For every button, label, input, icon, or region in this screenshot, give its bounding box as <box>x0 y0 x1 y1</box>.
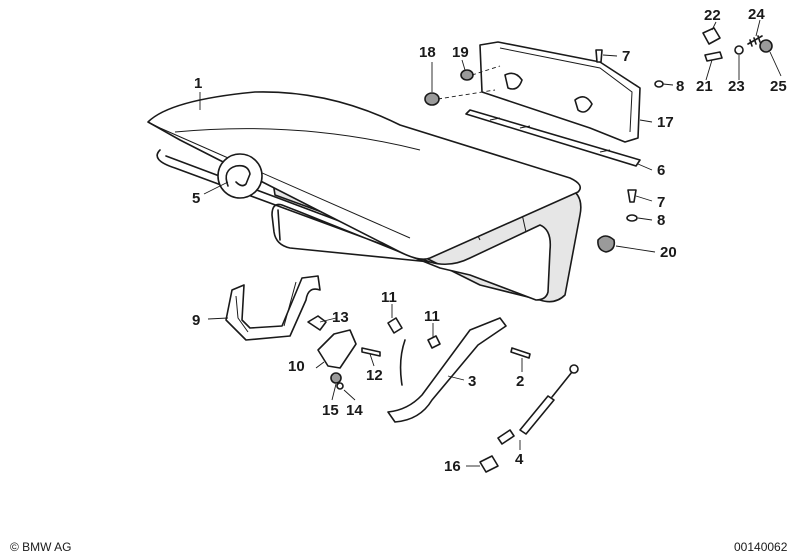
small-fastener-group <box>702 27 773 62</box>
part-label-7-upper: 7 <box>622 48 630 65</box>
part-label-5: 5 <box>192 190 200 207</box>
part-label-22: 22 <box>704 7 721 24</box>
part-label-19: 19 <box>452 44 469 61</box>
trunk-lid-assembly-drawing <box>147 91 582 303</box>
leader-lines <box>199 19 782 467</box>
part-label-9: 9 <box>192 312 200 329</box>
part-label-8-lower: 8 <box>657 212 665 229</box>
part-label-13: 13 <box>332 309 349 326</box>
part-label-15: 15 <box>322 402 339 419</box>
trim-panel-assembly <box>424 41 664 253</box>
part-label-12: 12 <box>366 367 383 384</box>
part-label-10: 10 <box>288 358 305 375</box>
part-label-24: 24 <box>748 6 765 23</box>
part-label-8-upper: 8 <box>676 78 684 95</box>
part-label-7-lower: 7 <box>657 194 665 211</box>
part-label-3: 3 <box>468 373 476 390</box>
part-label-11-left: 11 <box>381 289 397 306</box>
part-label-16: 16 <box>444 458 461 475</box>
part-label-4: 4 <box>515 451 524 468</box>
part-label-6: 6 <box>657 162 665 179</box>
part-label-20: 20 <box>660 244 677 261</box>
part-label-2: 2 <box>516 373 524 390</box>
part-label-18: 18 <box>419 44 436 61</box>
part-label-11-right: 11 <box>424 308 440 325</box>
part-label-23: 23 <box>728 78 745 95</box>
part-label-21: 21 <box>696 78 713 95</box>
part-label-1: 1 <box>194 75 202 92</box>
copyright-text: © BMW AG <box>10 540 72 554</box>
part-label-25: 25 <box>770 78 787 95</box>
part-label-14: 14 <box>346 402 363 419</box>
drawing-number: 00140062 <box>734 540 788 554</box>
hinge-and-strut-parts <box>225 275 579 473</box>
part-labels: 1 2 3 4 5 6 7 7 8 8 9 10 11 11 12 13 14 … <box>192 6 787 475</box>
part-label-17: 17 <box>657 114 674 131</box>
